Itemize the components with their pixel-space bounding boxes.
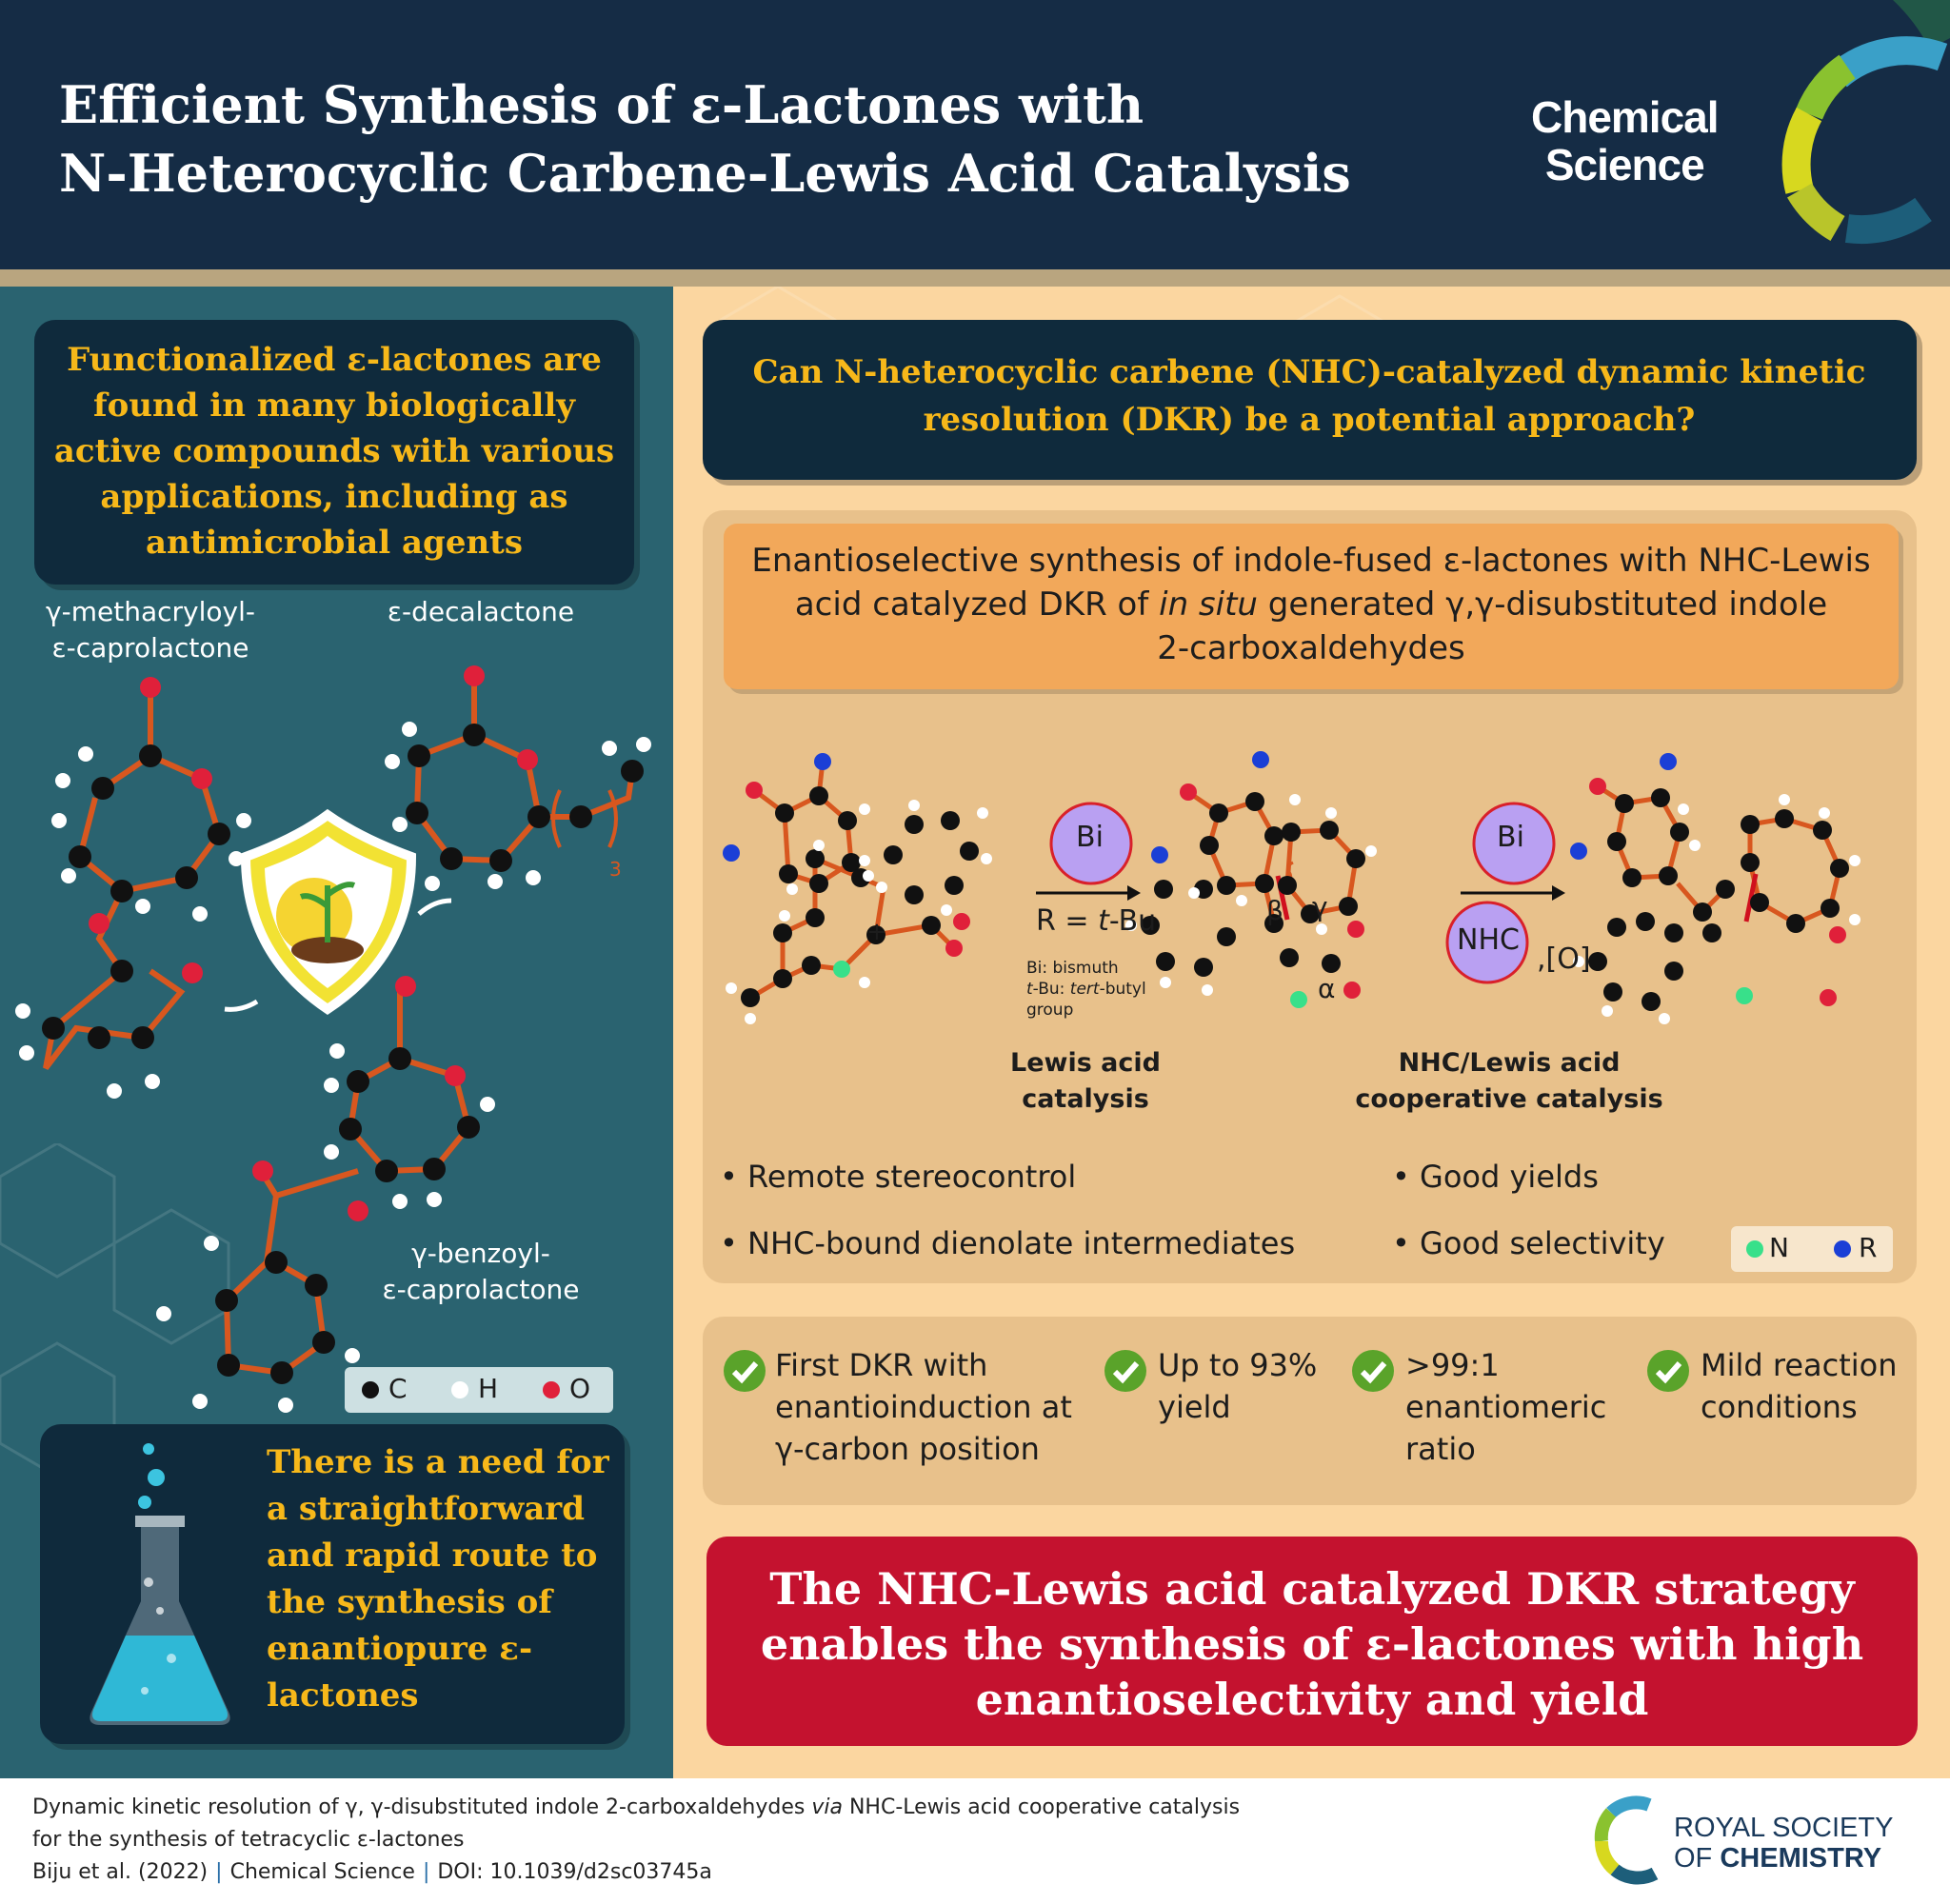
page-title: Efficient Synthesis of ε-Lactones with N…	[59, 74, 1351, 204]
question-box	[703, 320, 1917, 480]
r-group-dot-icon	[1834, 1240, 1851, 1258]
oxygen-dot-icon	[543, 1381, 560, 1398]
check-icon	[1104, 1350, 1146, 1392]
molecule-label-decalactone: ε-decalactone	[387, 596, 575, 627]
bismuth-label-1: Bi	[1076, 821, 1104, 854]
citation-title: Dynamic kinetic resolution of γ, γ-disub…	[32, 1795, 1241, 1884]
synthesis-header-text: Enantioselective synthesis of indole-fus…	[751, 542, 1871, 667]
rsc-logo-icon	[1594, 1795, 1659, 1885]
gamma-label: γ	[1312, 891, 1328, 922]
reaction-scheme	[723, 751, 1860, 1024]
check-icon	[1352, 1350, 1394, 1392]
shield-icon	[240, 808, 417, 1016]
oxidant-label: ,[O]	[1537, 942, 1591, 976]
molecule-label-methacryloyl: γ-methacryloyl- ε-caprolactone	[46, 596, 255, 664]
alpha-label: α	[1318, 973, 1336, 1004]
chemical-science-logo-arcs	[1781, 0, 1950, 245]
citation-journal: Chemical Science	[229, 1860, 415, 1884]
header-divider	[0, 269, 1950, 287]
conclusion-text: The NHC-Lewis acid catalyzed DKR strateg…	[760, 1563, 1864, 1725]
check-icon	[724, 1350, 766, 1392]
molecule-label-benzoyl: γ-benzoyl- ε-caprolactone	[382, 1238, 580, 1305]
repeat-subscript: 3	[609, 858, 622, 881]
arrow-head-icon	[1552, 885, 1565, 901]
synthesis-header-box	[724, 524, 1899, 689]
atom-legend-left: C H O	[345, 1367, 613, 1413]
carbon-dot-icon	[362, 1381, 379, 1398]
bismuth-catalyst-icon	[1472, 802, 1556, 885]
need-text: There is a need for a straightforward an…	[267, 1443, 609, 1715]
bullet-item: • Remote stereocontrol	[720, 1159, 1077, 1195]
citation-author: Biju et al. (2022)	[32, 1860, 209, 1884]
journal-logo-text: Chemical Science	[1531, 92, 1720, 189]
flask-icon	[90, 1443, 230, 1725]
nitrogen-dot-icon	[1746, 1240, 1763, 1258]
abbreviation-notes: Bi: bismuth t-Bu: tert-butyl group	[1026, 959, 1146, 1020]
nhc-catalyst-icon	[1445, 901, 1529, 984]
cooperative-catalysis-caption: NHC/Lewis acid cooperative catalysis	[1355, 1048, 1663, 1114]
rsc-logo-text: ROYAL SOCIETY OF CHEMISTRY	[1674, 1813, 1894, 1874]
question-text: Can N-heterocyclic carbene (NHC)-catalyz…	[752, 353, 1866, 439]
header-banner: Efficient Synthesis of ε-Lactones with N…	[0, 0, 1950, 269]
bullet-item: • Good selectivity	[1392, 1225, 1665, 1261]
bismuth-label-2: Bi	[1497, 821, 1524, 854]
nhc-label: NHC	[1457, 923, 1520, 957]
bismuth-catalyst-icon	[1049, 802, 1133, 885]
citation-doi[interactable]: DOI: 10.1039/d2sc03745a	[437, 1860, 712, 1884]
lactone-molecules-illustration: 3	[15, 665, 651, 1413]
check-icon	[1647, 1350, 1689, 1392]
lewis-acid-caption: Lewis acid catalysis	[1010, 1048, 1161, 1114]
bullet-item: • Good yields	[1392, 1159, 1599, 1195]
beta-label: β	[1266, 895, 1283, 926]
results-panel	[703, 1317, 1917, 1505]
intro-text: Functionalized ε-lactones are found in m…	[53, 341, 615, 562]
hydrogen-dot-icon	[451, 1381, 468, 1398]
arrow-head-icon	[1127, 885, 1141, 901]
plus-sign: +	[866, 918, 887, 946]
r-group-definition: R = t-Bu	[1036, 904, 1157, 938]
bullet-item: • NHC-bound dienolate intermediates	[720, 1225, 1296, 1261]
atom-legend-right: N R	[1731, 1226, 1893, 1272]
intro-box	[34, 320, 634, 585]
conclusion-box	[706, 1537, 1918, 1746]
